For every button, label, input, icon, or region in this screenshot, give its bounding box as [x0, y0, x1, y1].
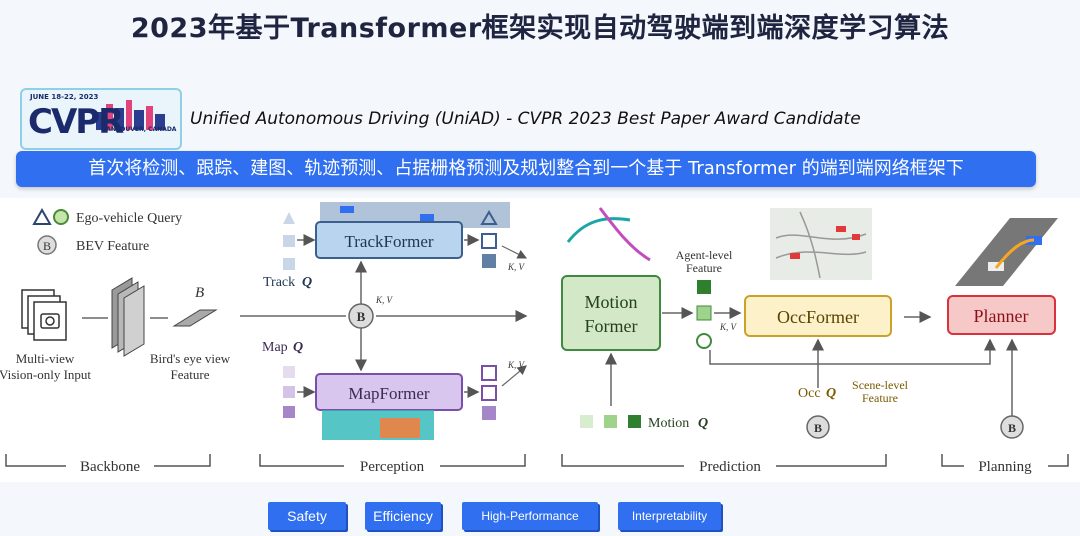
map-q-symbol: Q [293, 340, 303, 355]
track-q-symbol: Q [302, 275, 312, 290]
center-bev-symbol: B [357, 309, 366, 324]
ego-query-triangle-icon [32, 207, 52, 225]
planner-label: Planner [974, 306, 1029, 326]
track-kv-label: K, V [507, 262, 526, 272]
agent-feature-label-1: Agent-level [676, 248, 733, 262]
scene-feature-label-1: Scene-level [852, 378, 909, 392]
input-label-1: Multi-view [16, 351, 75, 366]
map-q-label: Map [262, 340, 288, 355]
tag-efficiency: Efficiency [365, 502, 441, 530]
section-prediction: Prediction [699, 459, 761, 475]
bev-plane [172, 309, 218, 327]
logo-city: VANCOUVER, CANADA [102, 126, 177, 133]
occ-q-label: Occ [798, 386, 821, 401]
logo-cvpr: CVPR [28, 102, 124, 142]
ego-query-circle-icon [53, 209, 69, 225]
legend-ego-query: Ego-vehicle Query [76, 211, 182, 226]
occformer-box [744, 295, 892, 337]
planner-bev-icon [1000, 415, 1024, 439]
section-planning: Planning [978, 459, 1032, 475]
motion-former-label-2: Former [585, 316, 638, 336]
cvpr-logo: JUNE 18-22, 2023 CVPR VANCOUVER, CANADA [20, 88, 182, 150]
tag-interpretability: Interpretability [618, 502, 721, 530]
tag-safety: Safety [268, 502, 346, 530]
legend-bev-feature: BEV Feature [76, 239, 149, 254]
scene-feature-label-2: Feature [862, 391, 898, 405]
planner-box [947, 295, 1056, 335]
occ-q-symbol: Q [826, 386, 836, 401]
camera-frame [33, 301, 67, 341]
planner-road-image [955, 218, 1058, 286]
tag-high-performance: High-Performance [462, 502, 598, 530]
section-perception: Perception [360, 459, 425, 475]
section-backbone: Backbone [80, 459, 140, 475]
center-bev-icon [348, 303, 374, 329]
agent-feature-label-2: Feature [686, 261, 722, 275]
backbone-block [123, 285, 145, 357]
input-label-2: Vision-only Input [0, 367, 91, 382]
bev-symbol: B [195, 285, 204, 301]
skyline-icon [96, 100, 165, 130]
planner-bev-symbol: B [1008, 421, 1016, 435]
camera-icon [40, 313, 60, 329]
motion-former-label-1: Motion [584, 292, 637, 312]
center-kv-label: K, V [375, 295, 394, 305]
bev-label-2: Feature [171, 367, 210, 382]
page-title: 2023年基于Transformer框架实现自动驾驶端到端深度学习算法 [130, 13, 950, 44]
motion-q-label: Motion [648, 416, 689, 431]
legend-bev-symbol: B [43, 239, 51, 253]
motion-trajectory-image [566, 217, 631, 243]
logo-date: JUNE 18-22, 2023 [30, 93, 99, 101]
paper-subtitle: Unified Autonomous Driving (UniAD) - CVP… [190, 109, 861, 129]
occ-bev-icon [806, 415, 830, 439]
map-kv-label: K, V [507, 360, 526, 370]
agent-kv-label: K, V [719, 322, 738, 332]
motion-q-symbol: Q [698, 416, 708, 431]
occ-grid-image [770, 208, 872, 280]
uniad-diagram-svg: Ego-vehicle Query B BEV Feature Multi-vi… [0, 202, 1069, 475]
uniad-diagram: Ego-vehicle Query B BEV Feature Multi-vi… [0, 198, 1080, 482]
summary-banner: 首次将检测、跟踪、建图、轨迹预测、占据栅格预测及规划整合到一个基于 Transf… [16, 151, 1036, 187]
occformer-label: OccFormer [777, 307, 859, 327]
trackformer-label: TrackFormer [344, 232, 433, 251]
occ-bev-symbol: B [814, 421, 822, 435]
bev-legend-icon [37, 235, 57, 255]
mapformer-label: MapFormer [348, 384, 430, 403]
track-q-label: Track [263, 275, 295, 290]
bev-label-1: Bird's eye view [150, 351, 231, 366]
trackformer-box [315, 221, 463, 259]
motion-former-box [561, 275, 661, 351]
